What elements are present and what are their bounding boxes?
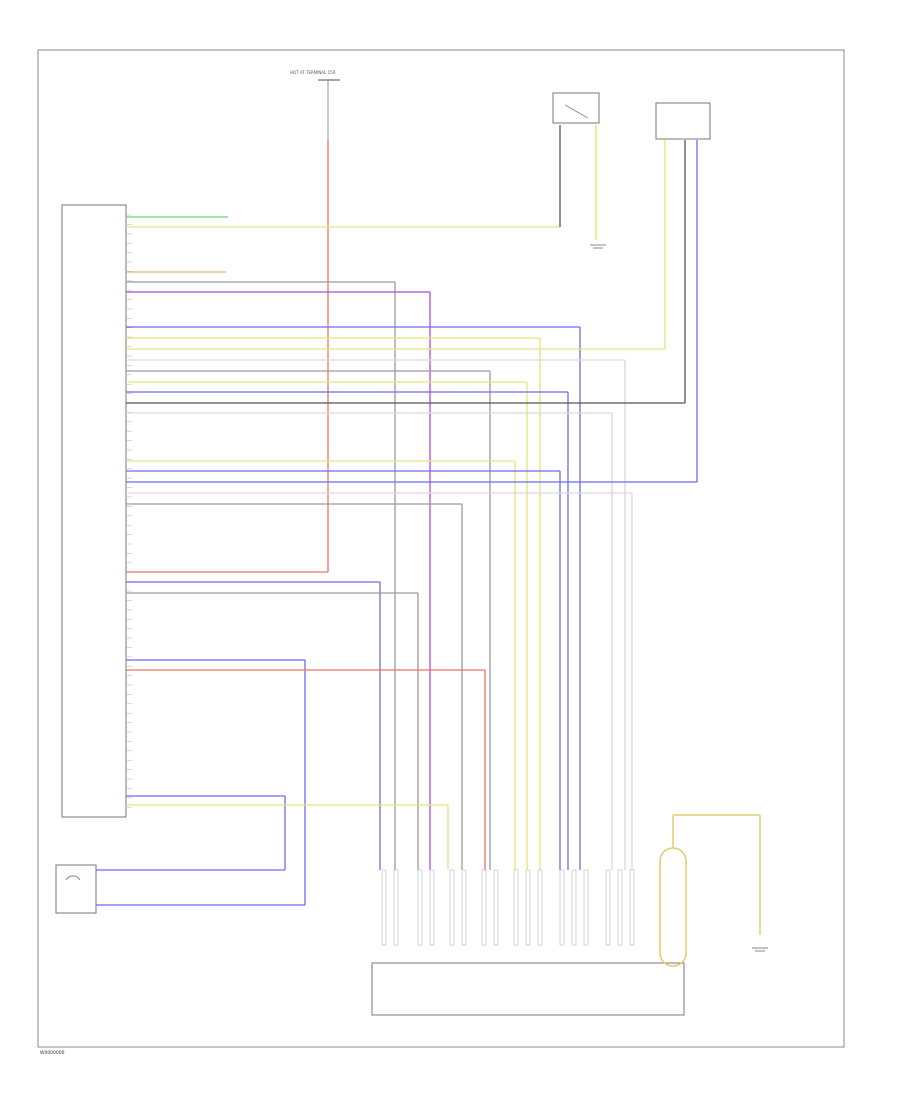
connector-pin-2 (393, 869, 399, 946)
ground-symbol-bottom (752, 947, 768, 952)
top-fuse-label: HOT AT TERMINAL 15R (290, 70, 336, 75)
connector-pin-5 (449, 869, 455, 946)
reference-code: W0000000 (40, 1050, 65, 1056)
switch-component (552, 92, 600, 124)
connector-pin-6 (461, 869, 467, 946)
right-connector (659, 814, 761, 967)
connector-pin-1 (381, 869, 387, 946)
connector-pin-13 (571, 869, 577, 946)
pin-numbers (126, 214, 132, 808)
connector-pin-16 (617, 869, 623, 946)
connector-pin-9 (513, 869, 519, 946)
small-component (55, 864, 97, 914)
connector-pin-4 (429, 869, 435, 946)
sensor-component (655, 102, 711, 140)
connector-pin-17 (629, 869, 635, 946)
connector-pin-12 (559, 869, 565, 946)
bottom-module-box (371, 962, 685, 1016)
bottom-connector-pins (381, 869, 635, 946)
connector-pin-10 (525, 869, 531, 946)
connector-pin-14 (583, 869, 589, 946)
control-unit-box (61, 204, 127, 818)
connector-pin-11 (537, 869, 543, 946)
connector-pin-8 (493, 869, 499, 946)
connector-pin-7 (481, 869, 487, 946)
diagram-frame (37, 49, 845, 1048)
ground-symbol-top (590, 244, 606, 249)
wires (96, 125, 698, 906)
connector-pin-15 (605, 869, 611, 946)
top-fuse: HOT AT TERMINAL 15R (290, 70, 340, 140)
connector-pin-3 (417, 869, 423, 946)
